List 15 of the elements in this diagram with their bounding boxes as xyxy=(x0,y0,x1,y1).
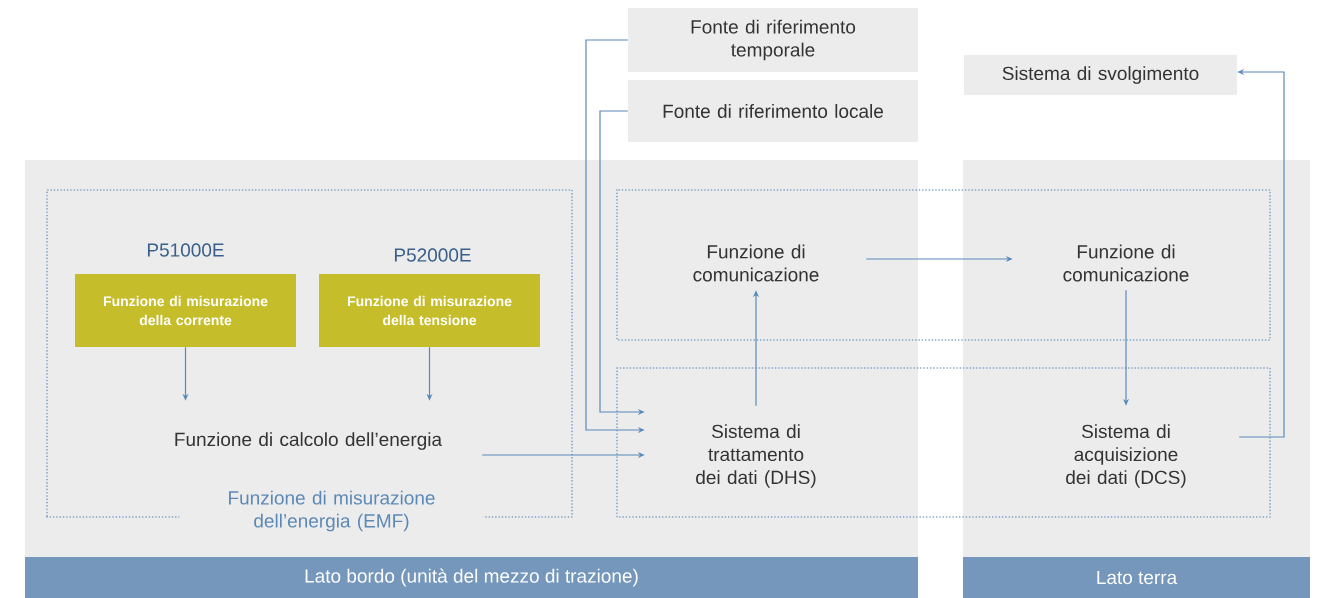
frame-title: Funzione di misurazione dell’energia (EMF) xyxy=(179,488,484,534)
footer-band: Lato bordo (unità del mezzo di trazione) xyxy=(25,557,918,598)
function-label: Sistema di trattamento dei dati (DHS) xyxy=(696,424,816,488)
function-label: Funzione di comunicazione xyxy=(693,244,819,282)
source-box: Fonte di riferimento locale xyxy=(628,80,918,142)
function-label: Sistema di acquisizione dei dati (DCS) xyxy=(1066,424,1186,488)
device-code: P51000E xyxy=(147,243,224,257)
function-box: Funzione di misurazione della corrente xyxy=(75,274,296,347)
function-box: Funzione di misurazione della tensione xyxy=(319,274,540,347)
source-box: Sistema di svolgimento xyxy=(964,55,1237,95)
function-label: Funzione di comunicazione xyxy=(1063,244,1189,282)
function-label: Funzione di calcolo dell’energia xyxy=(175,432,443,450)
device-code: P52000E xyxy=(394,248,471,262)
source-box: Fonte di riferimento temporale xyxy=(628,8,918,72)
footer-band: Lato terra xyxy=(963,557,1310,598)
